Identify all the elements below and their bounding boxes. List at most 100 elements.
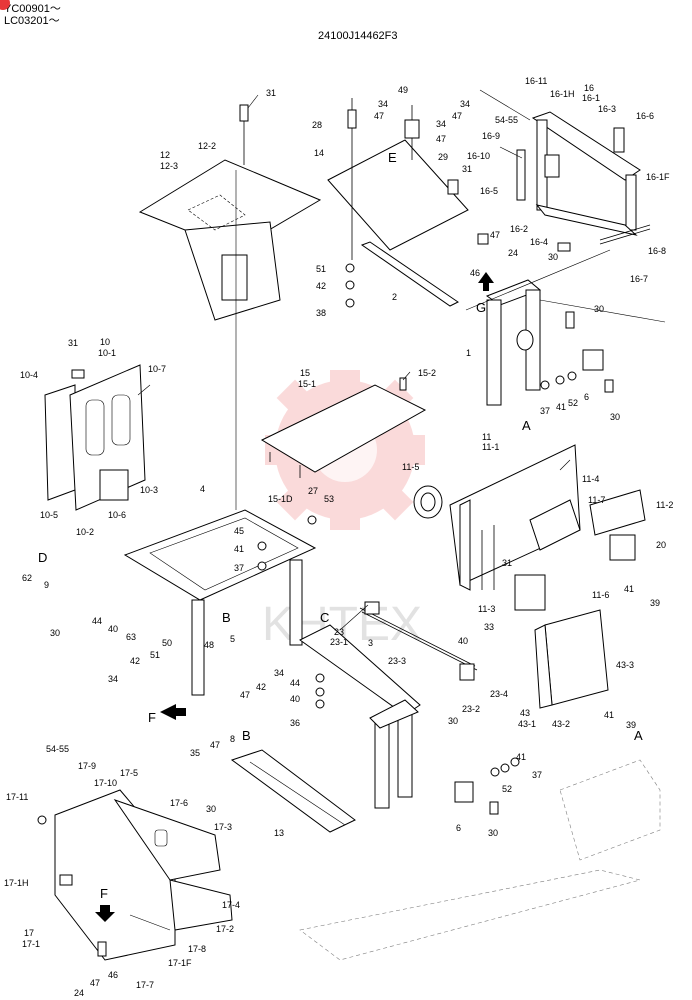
callout-17-1h: 17-1H: [4, 878, 29, 888]
callout-52: 52: [502, 784, 512, 794]
callout-30: 30: [488, 828, 498, 838]
callout-f: F: [100, 886, 108, 901]
callout-11: 11: [482, 432, 491, 442]
callout-16-6: 16-6: [636, 111, 654, 121]
callout-17-10: 17-10: [94, 778, 117, 788]
callout-39: 39: [650, 598, 660, 608]
callout-16-5: 16-5: [480, 186, 498, 196]
callout-23: 23: [334, 627, 344, 637]
callout-23-4: 23-4: [490, 689, 508, 699]
callout-10-6: 10-6: [108, 510, 126, 520]
callout-47: 47: [490, 230, 500, 240]
callout-17-3: 17-3: [214, 822, 232, 832]
callout-8: 8: [230, 734, 235, 744]
callout-a: A: [634, 728, 643, 743]
callout-47: 47: [240, 690, 250, 700]
callout-30: 30: [448, 716, 458, 726]
callout-d: D: [38, 550, 47, 565]
callout-f: F: [148, 710, 156, 725]
callout-11-2: 11-2: [656, 500, 673, 510]
callout-10-7: 10-7: [148, 364, 166, 374]
drawing-number: 24100J14462F3: [318, 30, 398, 42]
callout-31: 31: [266, 88, 276, 98]
callout-41: 41: [234, 544, 244, 554]
callout-2: 2: [392, 292, 397, 302]
callout-1: 1: [466, 348, 471, 358]
callout-40: 40: [458, 636, 468, 646]
callout-41: 41: [516, 752, 526, 762]
part-16-frame: [516, 111, 651, 245]
callout-11-6: 11-6: [592, 590, 609, 600]
callout-16-4: 16-4: [530, 237, 548, 247]
callout-34: 34: [108, 674, 118, 684]
callout-16: 16: [584, 83, 594, 93]
callout-30: 30: [548, 252, 558, 262]
callout-12-2: 12-2: [198, 141, 216, 151]
callout-labels: 31 12 12-3 12-2 49 34 34 47 47 28 34 47 …: [4, 76, 673, 998]
callout-5: 5: [230, 634, 235, 644]
callout-10-2: 10-2: [76, 527, 94, 537]
callout-15-1: 15-1: [298, 379, 316, 389]
callout-42: 42: [130, 656, 140, 666]
callout-54-55: 54-55: [46, 744, 69, 754]
callout-15: 15: [300, 368, 310, 378]
view-arrow-f: [160, 704, 186, 720]
callout-17-1f: 17-1F: [168, 958, 192, 968]
part-13-rail: [230, 749, 356, 833]
part-10-panels: [44, 364, 146, 511]
callout-17-5: 17-5: [120, 768, 138, 778]
callout-10-3: 10-3: [140, 485, 158, 495]
callout-46: 46: [108, 970, 118, 980]
callout-16-3: 16-3: [598, 104, 616, 114]
callout-16-1: 16-1: [582, 93, 600, 103]
callout-34: 34: [436, 119, 446, 129]
callout-42: 42: [316, 281, 326, 291]
callout-34: 34: [274, 668, 284, 678]
part-11-box: [413, 444, 646, 709]
callout-50: 50: [162, 638, 172, 648]
callout-11-4: 11-4: [582, 474, 599, 484]
callout-47: 47: [90, 978, 100, 988]
callout-28: 28: [312, 120, 322, 130]
callout-b: B: [222, 610, 231, 625]
callout-b: B: [242, 728, 251, 743]
callout-g: G: [476, 300, 486, 315]
callout-10-1: 10-1: [98, 348, 116, 358]
callout-37: 37: [532, 770, 542, 780]
callout-48: 48: [204, 640, 214, 650]
callout-10: 10: [100, 337, 110, 347]
corner-badge: [0, 0, 10, 10]
callout-43-1: 43-1: [518, 719, 536, 729]
callout-4: 4: [200, 484, 205, 494]
callout-41: 41: [556, 402, 566, 412]
callout-6: 6: [584, 392, 589, 402]
callout-23-2: 23-2: [462, 704, 480, 714]
callout-23-1: 23-1: [330, 637, 348, 647]
part-6-clamp: [454, 757, 520, 815]
callout-42: 42: [256, 682, 266, 692]
callout-45: 45: [234, 526, 244, 536]
callout-47: 47: [374, 111, 384, 121]
callout-10-4: 10-4: [20, 370, 38, 380]
callout-23-3: 23-3: [388, 656, 406, 666]
callout-c: C: [320, 610, 329, 625]
callout-43-3: 43-3: [616, 660, 634, 670]
part-2-bar: [360, 241, 459, 307]
part-3-frame: [299, 601, 478, 809]
callout-38: 38: [316, 308, 326, 318]
callout-15-1d: 15-1D: [268, 494, 293, 504]
callout-16-8: 16-8: [648, 246, 666, 256]
callout-16-9: 16-9: [482, 131, 500, 141]
callout-11-3: 11-3: [478, 604, 495, 614]
callout-14: 14: [314, 148, 324, 158]
callout-20: 20: [656, 540, 666, 550]
callout-31: 31: [462, 164, 472, 174]
callout-16-2: 16-2: [510, 224, 528, 234]
callout-41: 41: [604, 710, 614, 720]
callout-24: 24: [74, 988, 84, 998]
leader-lines: [129, 89, 571, 931]
callout-17-7: 17-7: [136, 980, 154, 990]
callout-43: 43: [520, 708, 530, 718]
callout-17-11: 17-11: [6, 792, 28, 802]
